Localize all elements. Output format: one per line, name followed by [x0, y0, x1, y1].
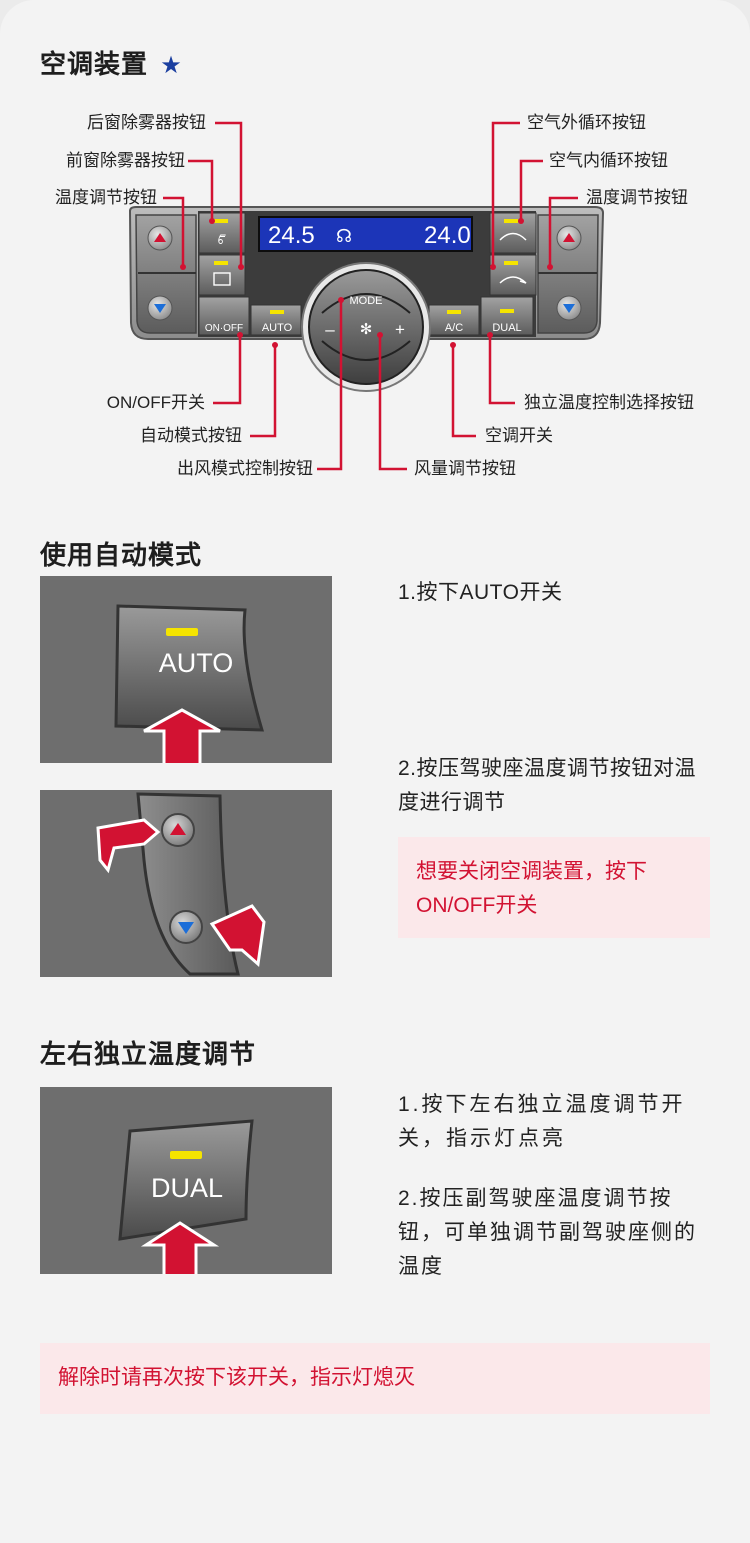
right-temp-rocker[interactable]: [537, 214, 599, 334]
temp-up-icon: [170, 823, 186, 835]
fan-plus-label: +: [395, 320, 405, 339]
lcd-left-temp: 24.5: [268, 222, 315, 249]
dual-note: 解除时请再次按下该开关，指示灯熄灭: [40, 1343, 710, 1414]
callout-auto-mode: 自动模式按钮: [140, 426, 242, 445]
airflow-icon: ☊: [336, 226, 352, 246]
rear-defog-icon: [213, 272, 231, 286]
outer-circulation-icon: [499, 232, 527, 241]
auto-step-1: 1.按下AUTO开关: [398, 581, 563, 604]
dual-button-label: DUAL: [492, 322, 521, 334]
onoff-button-label: ON·OFF: [205, 323, 243, 334]
auto-button[interactable]: AUTO: [250, 304, 302, 336]
inner-circulation-icon: [499, 276, 527, 284]
fan-icon: ✻: [360, 321, 373, 338]
callout-dots: [180, 218, 553, 348]
star-icon: ★: [160, 52, 183, 79]
callout-fan-speed: 风量调节按钮: [414, 459, 516, 478]
ac-panel-diagram: ꔿ ON·OFF AUTO DUAL: [128, 121, 605, 471]
auto-step-2: 2.按压驾驶座温度调节按钮对温度进行调节: [398, 757, 697, 814]
auto-note: 想要关闭空调装置，按下ON/OFF开关: [398, 837, 710, 938]
temp-button-photo: [40, 790, 332, 977]
press-arrow-icon: [143, 708, 221, 763]
outer-circulation-button[interactable]: [489, 212, 537, 254]
press-arrow-icon: [140, 1221, 220, 1274]
callout-lines: [163, 121, 578, 471]
dual-step-1: 1.按下左右独立温度调节开关，指示灯点亮: [398, 1093, 686, 1150]
rear-defog-button[interactable]: [198, 254, 246, 296]
inner-circulation-button[interactable]: [489, 254, 537, 296]
auto-button-photo: AUTO: [40, 576, 332, 763]
callout-mode-control: 出风模式控制按钮: [177, 459, 313, 478]
front-defog-button[interactable]: ꔿ: [198, 212, 246, 254]
section-title-auto: 使用自动模式: [40, 540, 203, 570]
dual-step-2: 2.按压副驾驶座温度调节按钮，可单独调节副驾驶座侧的温度: [398, 1187, 697, 1278]
lcd-right-temp: 24.0: [424, 222, 471, 249]
mode-fan-knob[interactable]: MODE – + ✻: [301, 262, 431, 392]
press-arrow-icon: [209, 904, 266, 967]
callout-rear-defog: 后窗除雾器按钮: [87, 113, 206, 132]
temp-down-icon: [178, 922, 194, 934]
auto-button-label: AUTO: [262, 322, 293, 334]
dual-photo-label: DUAL: [150, 1173, 224, 1203]
fan-minus-label: –: [325, 320, 335, 339]
lcd-display: 24.5 24.0 ☊: [258, 216, 473, 252]
press-arrow-icon: [96, 818, 161, 874]
ac-button-label: A/C: [445, 322, 463, 334]
mode-button-label: MODE: [350, 295, 383, 307]
callout-outer-circulation: 空气外循环按钮: [527, 113, 646, 132]
callout-onoff: ON/OFF开关: [106, 393, 205, 412]
temp-up-icon: [154, 233, 166, 242]
section-title-dual: 左右独立温度调节: [40, 1039, 257, 1069]
section-title-panel: 空调装置 ★: [40, 44, 183, 81]
ac-button[interactable]: A/C: [428, 304, 480, 336]
panel-title-text: 空调装置: [40, 49, 149, 79]
auto-photo-label: AUTO: [158, 648, 234, 678]
callout-temp-left: 温度调节按钮: [55, 188, 157, 207]
temp-down-icon: [154, 304, 166, 313]
temp-up-icon: [563, 233, 575, 242]
dual-button[interactable]: DUAL: [480, 296, 534, 336]
dual-indicator-light: [170, 1151, 202, 1159]
callout-temp-right: 温度调节按钮: [586, 188, 688, 207]
onoff-button[interactable]: ON·OFF: [198, 296, 250, 336]
left-temp-rocker[interactable]: [135, 214, 197, 334]
auto-indicator-light: [166, 628, 198, 636]
dual-button-photo: DUAL: [40, 1087, 332, 1274]
temp-down-icon: [563, 304, 575, 313]
callout-inner-circulation: 空气内循环按钮: [549, 151, 668, 170]
callout-ac-switch: 空调开关: [485, 426, 553, 445]
front-defog-icon: ꔿ: [217, 232, 226, 247]
callout-front-defog: 前窗除雾器按钮: [66, 151, 185, 170]
callout-dual-select: 独立温度控制选择按钮: [524, 393, 694, 412]
